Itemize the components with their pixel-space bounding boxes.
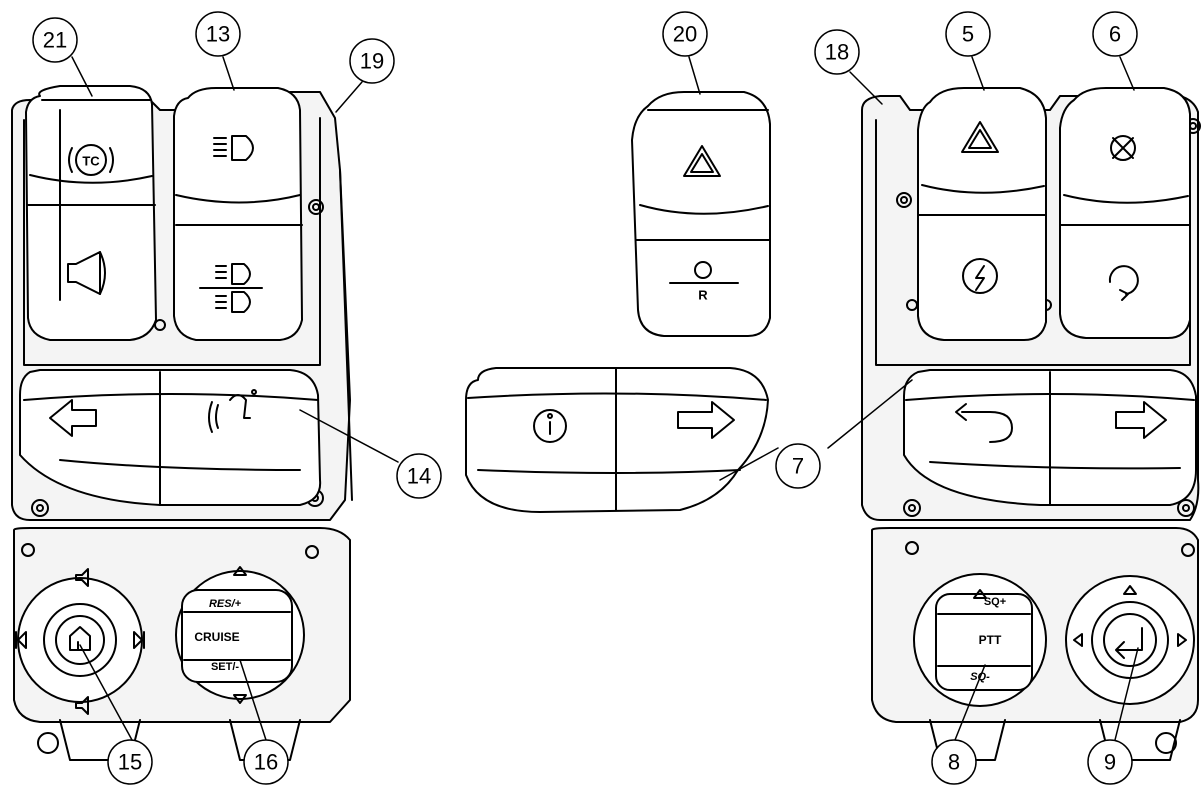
callout-15: 15 bbox=[118, 750, 142, 775]
callout-6: 6 bbox=[1109, 22, 1121, 47]
hazard-icon bbox=[683, 145, 721, 177]
callout-19-circle bbox=[349, 38, 395, 84]
track-skip-icon bbox=[15, 631, 145, 649]
tc-label: TC bbox=[82, 154, 100, 169]
callout-14: 14 bbox=[407, 464, 431, 489]
horn-icon bbox=[67, 251, 106, 295]
callout-21: 21 bbox=[43, 28, 67, 53]
cruise-control-switch[interactable] bbox=[175, 566, 305, 704]
callout-13-circle bbox=[195, 11, 241, 57]
callout-6-circle bbox=[1092, 11, 1138, 57]
cruise-up-label: RES/+ bbox=[209, 598, 242, 610]
left-turn-arrow-icon bbox=[49, 399, 97, 437]
callout-21-circle bbox=[32, 17, 78, 63]
callout-circles bbox=[32, 11, 1138, 785]
hazard-start-rocker-switch[interactable] bbox=[917, 87, 1047, 341]
callout-18-circle bbox=[814, 29, 860, 75]
callout-15-circle bbox=[107, 739, 153, 785]
turn-signal-voice-rocker[interactable] bbox=[19, 369, 322, 506]
right-turn-arrow-icon bbox=[677, 401, 735, 439]
callout-19: 19 bbox=[360, 49, 384, 74]
info-icon bbox=[533, 409, 567, 443]
callout-13: 13 bbox=[206, 22, 230, 47]
engine-stop-run-rocker-switch[interactable] bbox=[1059, 87, 1191, 339]
leader-lines bbox=[71, 56, 1139, 741]
reverse-label: R bbox=[698, 288, 708, 303]
callout-16-circle bbox=[243, 739, 289, 785]
cruise-label: CRUISE bbox=[194, 630, 239, 644]
info-turn-signal-rocker[interactable] bbox=[465, 367, 769, 513]
ptt-label: PTT bbox=[979, 633, 1002, 647]
home-joystick[interactable] bbox=[17, 577, 143, 703]
callout-16: 16 bbox=[254, 750, 278, 775]
u-turn-turn-signal-rocker[interactable] bbox=[903, 369, 1197, 506]
start-icon bbox=[1108, 265, 1139, 301]
right-turn-arrow-icon bbox=[1115, 401, 1167, 439]
start-icon bbox=[962, 258, 998, 294]
callout-7: 7 bbox=[792, 454, 804, 479]
cruise-down-label: SET/- bbox=[211, 661, 239, 673]
callout-9-circle bbox=[1087, 739, 1133, 785]
voice-icon bbox=[208, 389, 257, 433]
callout-20-circle bbox=[662, 11, 708, 57]
callout-18: 18 bbox=[825, 40, 849, 65]
callout-14-circle bbox=[396, 453, 442, 499]
callout-8-circle bbox=[931, 739, 977, 785]
hazard-icon bbox=[961, 121, 999, 153]
high-low-beam-icon bbox=[199, 263, 263, 313]
enter-icon bbox=[1115, 627, 1143, 659]
callout-5-circle bbox=[945, 11, 991, 57]
headlamp-icon bbox=[213, 135, 254, 161]
u-turn-icon bbox=[955, 403, 1013, 443]
volume-icon bbox=[75, 568, 89, 715]
hazard-reverse-rocker-switch[interactable] bbox=[631, 91, 771, 337]
callout-20: 20 bbox=[673, 22, 697, 47]
sq-up-label: SQ+ bbox=[984, 596, 1006, 608]
callout-5: 5 bbox=[962, 22, 974, 47]
reverse-icon bbox=[669, 261, 739, 284]
callout-7-circle bbox=[775, 443, 821, 489]
enter-joystick[interactable] bbox=[1065, 575, 1195, 705]
tc-horn-rocker-switch[interactable] bbox=[25, 85, 157, 341]
callout-8: 8 bbox=[948, 750, 960, 775]
ptt-squelch-switch[interactable] bbox=[913, 573, 1047, 707]
callout-9: 9 bbox=[1104, 750, 1116, 775]
engine-stop-icon bbox=[1110, 135, 1136, 161]
traction-control-icon bbox=[68, 144, 114, 176]
headlamp-rocker-switch[interactable] bbox=[173, 87, 303, 341]
